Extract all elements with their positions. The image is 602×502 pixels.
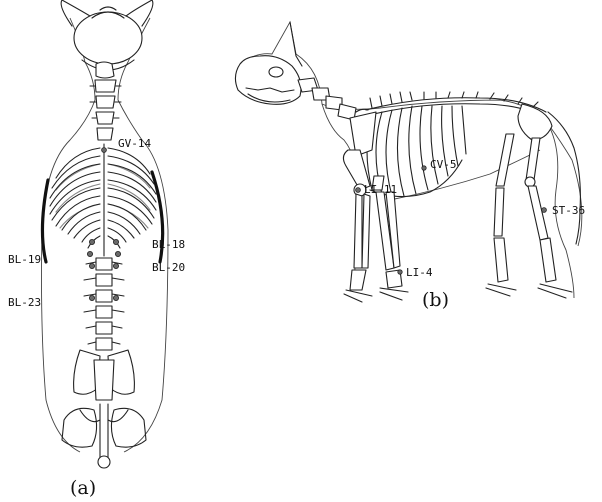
point-bl-19-marker-right <box>115 251 120 256</box>
label-li-11: LI-11 <box>364 183 397 196</box>
panel-b-belly-line <box>390 150 540 200</box>
point-bl-20-marker-left <box>89 263 94 268</box>
label-bl-18: BL-18 <box>152 238 185 251</box>
point-st-36-marker <box>542 208 547 213</box>
point-bl-20-marker-right <box>113 263 118 268</box>
point-li-4-marker <box>398 270 402 274</box>
panel-a-pelvis <box>62 350 146 468</box>
point-bl-18-marker-left <box>89 239 94 244</box>
panel-a-skull <box>74 12 142 64</box>
label-li-4: LI-4 <box>406 266 433 279</box>
label-bl-19: BL-19 <box>8 253 41 266</box>
point-cv-5-marker <box>422 166 426 170</box>
point-li-11-marker <box>356 188 361 193</box>
panel-a-lumbar-spine <box>84 258 124 350</box>
panel-b-skull <box>235 22 302 104</box>
panel-b-lateral-view: CV-5 LI-11 LI-4 ST-36 (b) <box>235 22 585 311</box>
panel-b-hind-leg <box>486 104 580 298</box>
label-cv-5: CV-5 <box>430 158 457 171</box>
point-bl-19-marker-left <box>87 251 92 256</box>
label-bl-20: BL-20 <box>152 261 185 274</box>
point-gv-14-marker <box>102 148 107 153</box>
label-bl-23: BL-23 <box>8 296 41 309</box>
panel-a-label: (a) <box>70 477 96 499</box>
panel-b-neck-spine <box>298 78 368 120</box>
panel-a-dorsal-view: GV-14 BL-18 BL-19 BL-20 BL-23 (a) <box>8 0 185 499</box>
label-gv-14: GV-14 <box>118 137 151 150</box>
panel-a-flank-left <box>42 180 48 262</box>
panel-a-rib-cage <box>50 144 156 256</box>
point-bl-18-marker-right <box>113 239 118 244</box>
label-st-36: ST-36 <box>552 204 585 217</box>
point-bl-23-marker-left <box>89 295 94 300</box>
point-bl-23-marker-right <box>113 295 118 300</box>
panel-b-label: (b) <box>422 289 449 311</box>
